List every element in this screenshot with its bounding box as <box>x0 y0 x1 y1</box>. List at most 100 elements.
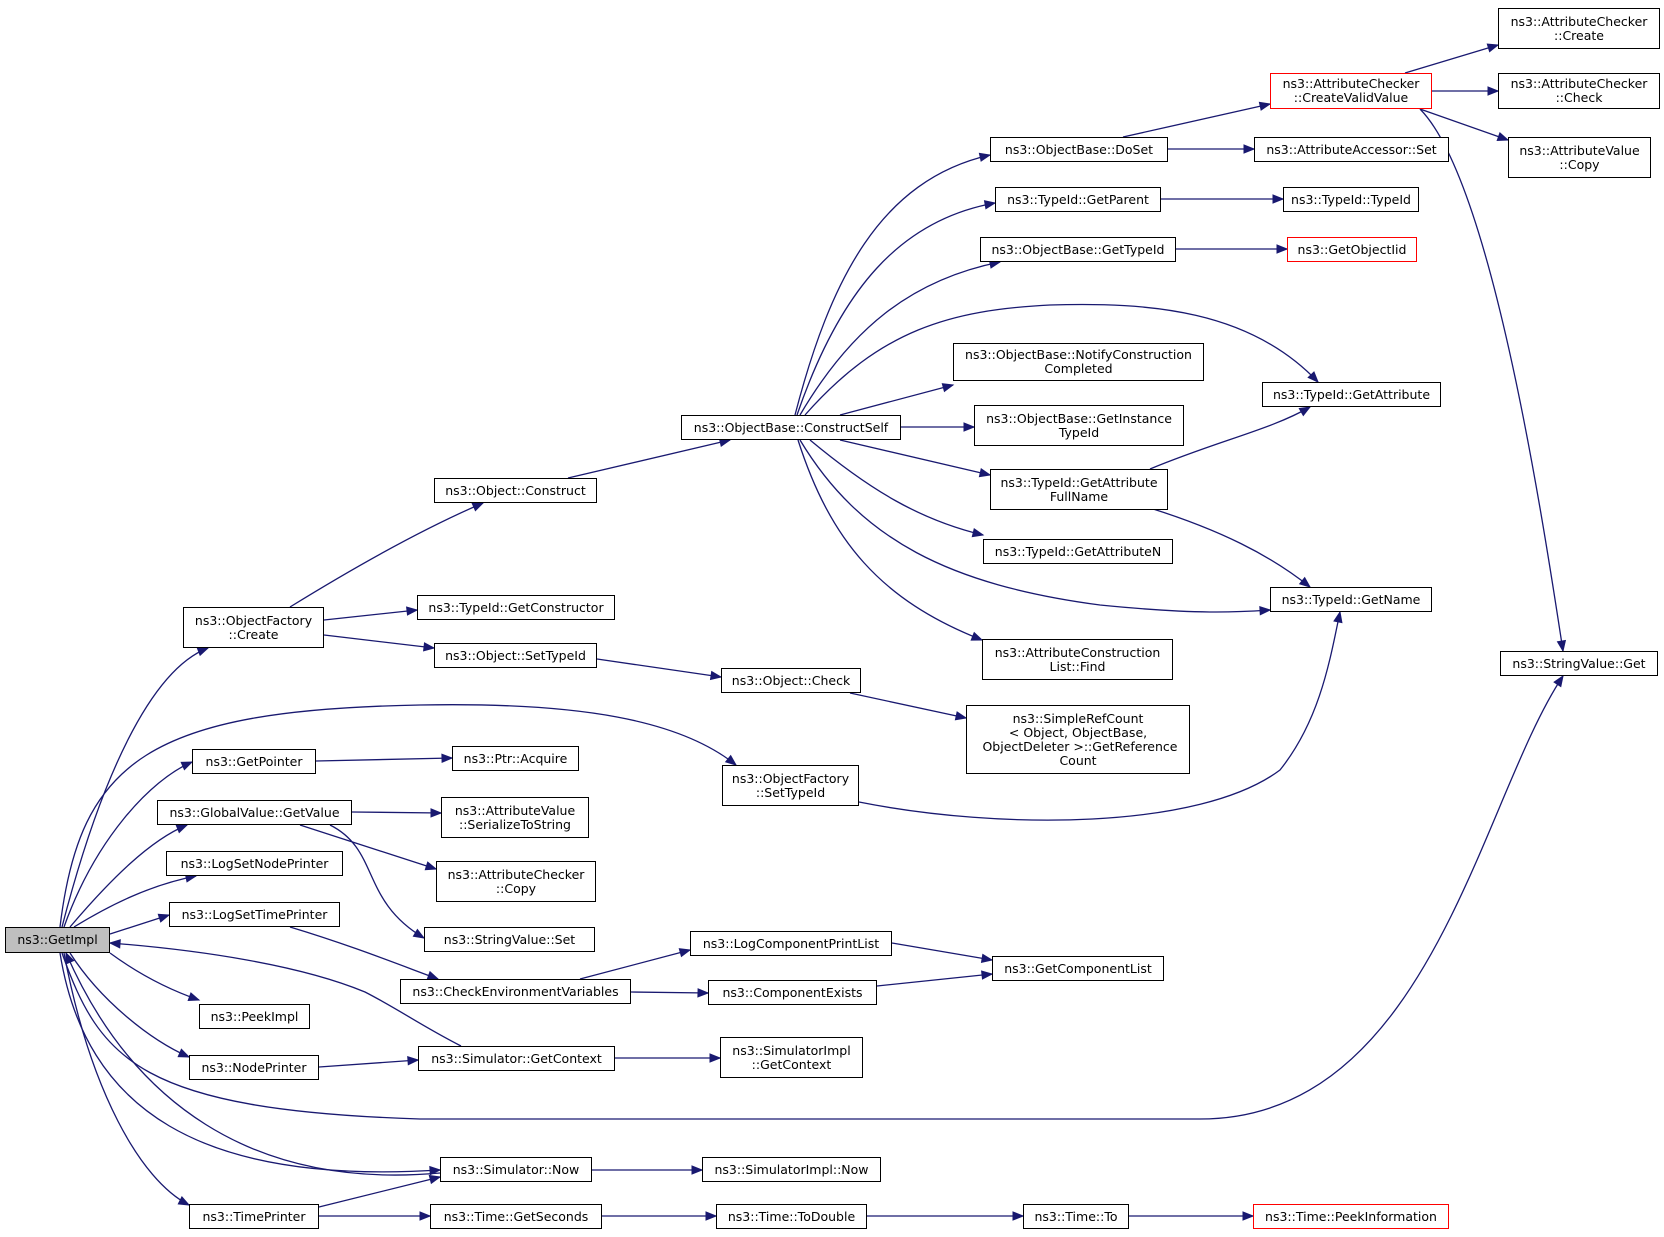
arrowhead-nodeprinter-to-sim-getcontext <box>407 1055 420 1066</box>
node-time-todouble[interactable]: ns3::Time::ToDouble <box>716 1204 867 1229</box>
arrowhead-ob-constructself-to-tid-getattrfullname <box>978 467 992 478</box>
arrowhead-gv-getvalue-to-av-serialize <box>430 808 443 818</box>
node-checkenv[interactable]: ns3::CheckEnvironmentVariables <box>400 979 631 1004</box>
node-time-getseconds[interactable]: ns3::Time::GetSeconds <box>430 1204 602 1229</box>
edge-ob-constructself-to-tid-getattribute <box>804 303 1319 416</box>
node-label: ns3::GlobalValue::GetValue <box>169 804 340 820</box>
node-obj-settypeid[interactable]: ns3::Object::SetTypeId <box>434 643 597 668</box>
node-getimpl[interactable]: ns3::GetImpl <box>5 927 110 953</box>
node-aa-set[interactable]: ns3::AttributeAccessor::Set <box>1254 137 1449 162</box>
node-of-create[interactable]: ns3::ObjectFactory ::Create <box>183 607 324 648</box>
node-tid-getattrfullname[interactable]: ns3::TypeId::GetAttribute FullName <box>990 469 1168 510</box>
node-getpointer[interactable]: ns3::GetPointer <box>192 749 316 774</box>
node-sim-getcontext[interactable]: ns3::Simulator::GetContext <box>418 1046 615 1071</box>
node-gv-getvalue[interactable]: ns3::GlobalValue::GetValue <box>157 800 352 825</box>
node-label: ns3::Time::PeekInformation <box>1265 1208 1437 1224</box>
edge-ac-createvalid-to-ac-create <box>1404 44 1499 74</box>
node-getcomponentlist[interactable]: ns3::GetComponentList <box>992 956 1164 981</box>
node-av-copy[interactable]: ns3::AttributeValue ::Copy <box>1508 137 1651 178</box>
node-label: ns3::SimpleRefCount < Object, ObjectBase… <box>982 710 1178 768</box>
node-label: ns3::AttributeChecker ::Copy <box>447 866 585 896</box>
node-label: ns3::Time::To <box>1034 1208 1118 1224</box>
node-label: ns3::Time::GetSeconds <box>443 1208 589 1224</box>
node-label: ns3::TypeId::GetName <box>1281 591 1421 607</box>
node-nodeprinter[interactable]: ns3::NodePrinter <box>189 1055 319 1080</box>
node-label: ns3::ObjectFactory ::SetTypeId <box>731 770 850 800</box>
node-sv-set[interactable]: ns3::StringValue::Set <box>424 927 595 952</box>
node-tid-getparent[interactable]: ns3::TypeId::GetParent <box>995 187 1161 212</box>
node-obj-construct[interactable]: ns3::Object::Construct <box>434 478 597 503</box>
arrowhead-getimpl-to-sv-get <box>1553 674 1564 688</box>
node-label: ns3::CheckEnvironmentVariables <box>412 983 619 999</box>
node-ob-doset[interactable]: ns3::ObjectBase::DoSet <box>990 137 1168 162</box>
node-time-peekinfo[interactable]: ns3::Time::PeekInformation <box>1253 1204 1449 1229</box>
node-ac-copy[interactable]: ns3::AttributeChecker ::Copy <box>436 861 596 902</box>
node-sv-get[interactable]: ns3::StringValue::Get <box>1500 651 1658 676</box>
node-ac-check[interactable]: ns3::AttributeChecker ::Check <box>1498 73 1660 109</box>
arrowhead-sim-getcontext-to-getimpl <box>108 939 121 949</box>
node-tid-getattribute[interactable]: ns3::TypeId::GetAttribute <box>1262 382 1441 407</box>
node-getobjectiid[interactable]: ns3::GetObjectIid <box>1287 237 1417 262</box>
node-tid-getname[interactable]: ns3::TypeId::GetName <box>1270 587 1432 612</box>
edge-getimpl-to-sim-now <box>59 952 441 1173</box>
edge-of-create-to-obj-settypeid <box>323 634 435 649</box>
edge-timeprinter-to-sim-now <box>318 1176 441 1208</box>
edge-getimpl-to-of-create <box>61 647 209 928</box>
edge-getpointer-to-ptr-acquire <box>315 757 453 762</box>
arrowhead-of-settypeid-to-tid-getname <box>1333 610 1343 624</box>
node-ob-getinstance[interactable]: ns3::ObjectBase::GetInstance TypeId <box>974 405 1184 446</box>
node-sim-now[interactable]: ns3::Simulator::Now <box>440 1157 592 1182</box>
node-srefcount[interactable]: ns3::SimpleRefCount < Object, ObjectBase… <box>966 705 1190 774</box>
node-ac-create[interactable]: ns3::AttributeChecker ::Create <box>1498 8 1660 49</box>
node-label: ns3::TypeId::TypeId <box>1291 191 1411 207</box>
edge-getimpl-to-of-settypeid <box>59 704 737 928</box>
node-ob-gettypeid[interactable]: ns3::ObjectBase::GetTypeId <box>980 237 1176 262</box>
node-label: ns3::GetImpl <box>17 932 98 947</box>
node-label: ns3::AttributeChecker ::CreateValidValue <box>1282 76 1420 105</box>
node-label: ns3::ObjectFactory ::Create <box>194 612 313 642</box>
node-label: ns3::Object::Construct <box>445 482 586 498</box>
edge-ob-constructself-to-ob-notify <box>839 384 954 416</box>
node-peekimpl[interactable]: ns3::PeekImpl <box>199 1004 310 1029</box>
node-tid-getattrn[interactable]: ns3::TypeId::GetAttributeN <box>983 539 1173 564</box>
node-label: ns3::AttributeAccessor::Set <box>1266 141 1437 157</box>
edge-getimpl-to-getpointer <box>63 761 193 928</box>
arrowhead-getimpl-to-logsettimeprinter <box>157 913 171 923</box>
node-logsettimeprinter[interactable]: ns3::LogSetTimePrinter <box>169 902 340 927</box>
arrowhead-getimpl-to-timeprinter <box>177 1196 191 1206</box>
node-av-serialize[interactable]: ns3::AttributeValue ::SerializeToString <box>441 797 589 838</box>
node-acl-find[interactable]: ns3::AttributeConstruction List::Find <box>982 639 1173 680</box>
arrowhead-getimpl-to-of-create <box>196 647 210 657</box>
arrowhead-getimpl-to-of-settypeid <box>724 754 738 766</box>
edge-tid-getattrfullname-to-tid-getname <box>1149 507 1311 588</box>
node-time-to[interactable]: ns3::Time::To <box>1023 1204 1129 1229</box>
arrowhead-sim-getcontext-to-simimpl-getcontext <box>709 1053 722 1063</box>
node-tid-typeid[interactable]: ns3::TypeId::TypeId <box>1283 187 1419 212</box>
node-of-settypeid[interactable]: ns3::ObjectFactory ::SetTypeId <box>722 765 859 806</box>
edge-nodeprinter-to-sim-getcontext <box>318 1059 419 1068</box>
node-tid-getconstructor[interactable]: ns3::TypeId::GetConstructor <box>417 595 615 620</box>
edge-ob-constructself-to-acl-find <box>797 439 983 641</box>
edge-checkenv-to-componentexists <box>630 991 709 994</box>
node-timeprinter[interactable]: ns3::TimePrinter <box>189 1204 319 1229</box>
arrowhead-ac-createvalid-to-sv-get <box>1556 639 1567 653</box>
edge-gv-getvalue-to-ac-copy <box>299 824 437 870</box>
edge-of-settypeid-to-tid-getname <box>858 611 1341 821</box>
node-ob-constructself[interactable]: ns3::ObjectBase::ConstructSelf <box>681 415 901 440</box>
node-label: ns3::GetPointer <box>205 753 303 769</box>
arrowhead-getimpl-to-peekimpl <box>187 992 201 1002</box>
node-simimpl-now[interactable]: ns3::SimulatorImpl::Now <box>702 1157 881 1182</box>
node-simimpl-getcontext[interactable]: ns3::SimulatorImpl ::GetContext <box>720 1037 863 1078</box>
node-logsetnodeprinter[interactable]: ns3::LogSetNodePrinter <box>166 851 343 876</box>
node-ob-notify[interactable]: ns3::ObjectBase::NotifyConstruction Comp… <box>953 343 1204 381</box>
node-ac-createvalid[interactable]: ns3::AttributeChecker ::CreateValidValue <box>1270 73 1432 109</box>
node-componentexists[interactable]: ns3::ComponentExists <box>708 980 877 1005</box>
node-ptr-acquire[interactable]: ns3::Ptr::Acquire <box>452 746 579 771</box>
node-label: ns3::TypeId::GetAttributeN <box>994 543 1162 559</box>
arrowhead-checkenv-to-componentexists <box>697 988 710 998</box>
node-label: ns3::GetObjectIid <box>1297 241 1407 257</box>
node-logcomponentprintlist[interactable]: ns3::LogComponentPrintList <box>690 931 892 956</box>
arrowhead-ob-constructself-to-tid-getattrn <box>971 527 985 538</box>
node-obj-check[interactable]: ns3::Object::Check <box>721 668 861 693</box>
